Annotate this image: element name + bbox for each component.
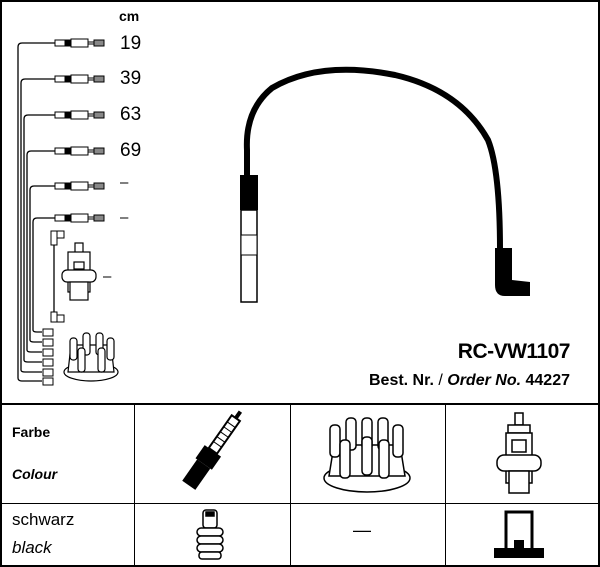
table-col-divider xyxy=(290,404,291,565)
table-row-divider xyxy=(0,503,600,504)
wire-bundle xyxy=(17,42,55,382)
wire-length-6: – xyxy=(120,209,129,226)
label-colour: Colour xyxy=(12,466,58,482)
unit-label: cm xyxy=(119,8,140,24)
distributor-cap-icon xyxy=(323,417,411,493)
wire-set-diagram xyxy=(17,38,530,386)
spark-plug-boot-icon xyxy=(196,509,224,560)
wire-length-3: 63 xyxy=(120,104,142,125)
wire-length-2: 39 xyxy=(120,68,142,89)
wire-length-4: 69 xyxy=(120,140,142,161)
product-code: RC-VW1107 xyxy=(457,340,571,363)
order-number: 44227 xyxy=(525,372,571,389)
wire-length-1: 19 xyxy=(120,33,142,54)
ignition-lead-drawing xyxy=(240,66,530,303)
coil-boot-icon xyxy=(494,510,544,558)
connector-icons xyxy=(42,38,105,386)
label-farbe: Farbe xyxy=(12,424,51,440)
distributor-cap-icon xyxy=(63,332,119,382)
table-top-border xyxy=(0,403,600,405)
coil-wire-length: – xyxy=(103,268,112,285)
table-col-divider xyxy=(445,404,446,565)
label-black: black xyxy=(12,538,52,557)
ignition-coil-icon xyxy=(496,412,542,494)
label-schwarz: schwarz xyxy=(12,510,75,529)
order-label-en: Order No. xyxy=(447,372,522,389)
cap-colour-value: — xyxy=(353,520,371,540)
wire-length-5: – xyxy=(120,174,129,191)
ignition-coil-icon xyxy=(61,242,97,301)
spark-plug-icon xyxy=(182,410,243,490)
order-number-line: Best. Nr. / Order No. 44227 xyxy=(369,372,570,390)
order-separator: / xyxy=(433,372,448,389)
order-label-de: Best. Nr. xyxy=(368,372,434,389)
table-col-divider xyxy=(134,404,135,565)
